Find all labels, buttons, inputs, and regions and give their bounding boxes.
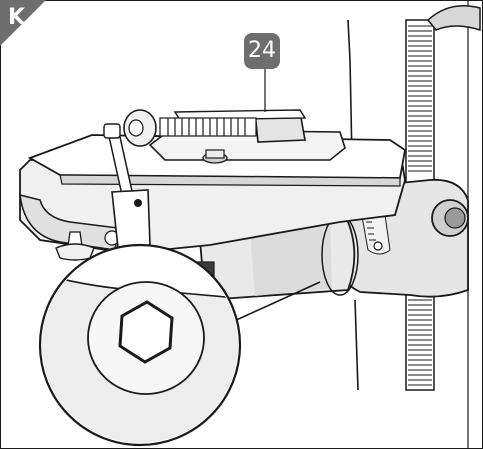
column-line-left [347, 19, 353, 161]
adjuster-knob [55, 243, 95, 261]
vise-lever-cap [103, 123, 121, 139]
support-arm-shade [250, 220, 332, 296]
vise-spindle [159, 117, 257, 137]
hinge-pin [134, 199, 142, 207]
magnifier-leader-lower [231, 281, 321, 323]
column-line-bottom [354, 299, 359, 391]
upper-hub [426, 5, 481, 32]
table-bolt-head [205, 149, 225, 159]
step-label: K [8, 5, 26, 30]
vise-knob-inner [128, 119, 144, 137]
step-badge-triangle [0, 0, 46, 46]
hinge-block [111, 189, 151, 249]
part-callout-badge: 24 [244, 33, 280, 69]
hexagon-icon [118, 300, 174, 364]
part-callout-number: 24 [248, 38, 276, 63]
work-table-edge [59, 174, 401, 187]
pointer-screw [373, 241, 383, 251]
clamp-knob-center [444, 207, 466, 229]
